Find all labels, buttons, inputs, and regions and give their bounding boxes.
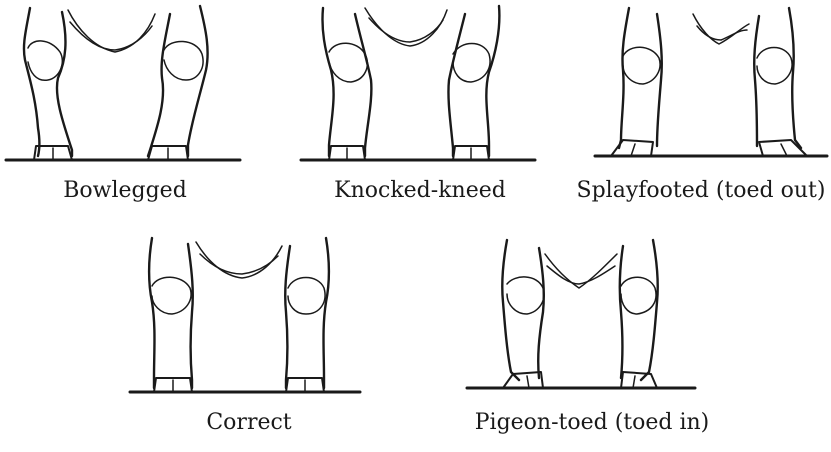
caption-knocked-kneed: Knocked-kneed (295, 178, 545, 203)
caption-correct: Correct (124, 410, 374, 435)
correct-legs-drawing (124, 232, 374, 407)
knocked-kneed-legs-drawing (295, 0, 545, 175)
caption-splayfooted: Splayfooted (toed out) (571, 178, 831, 203)
caption-pigeon-toed: Pigeon-toed (toed in) (467, 410, 717, 435)
figure-knocked-kneed: Knocked-kneed (295, 0, 545, 220)
figure-splayfooted: Splayfooted (toed out) (581, 0, 831, 220)
bowlegged-legs-drawing (0, 0, 250, 175)
splayfooted-legs-drawing (581, 0, 831, 175)
caption-bowlegged: Bowlegged (0, 178, 250, 203)
figure-pigeon-toed: Pigeon-toed (toed in) (467, 232, 717, 452)
pigeon-toed-legs-drawing (467, 232, 717, 407)
figure-bowlegged: Bowlegged (0, 0, 250, 220)
figure-correct: Correct (124, 232, 374, 452)
